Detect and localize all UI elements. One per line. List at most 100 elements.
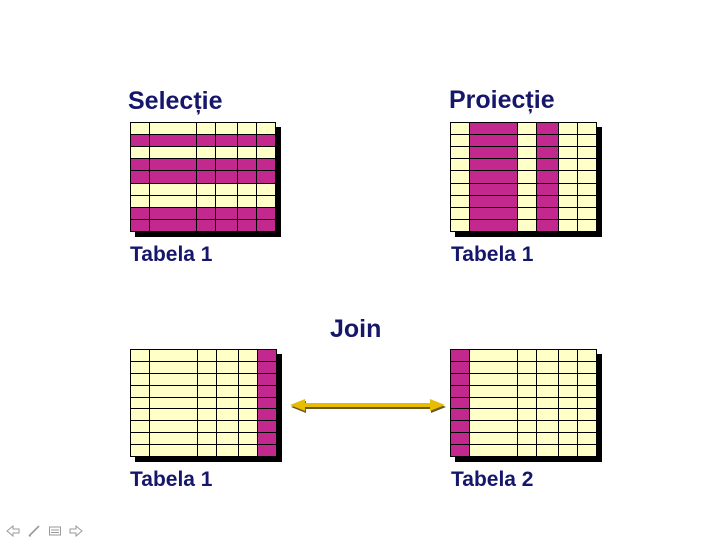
table-cell — [197, 350, 216, 361]
table-cell — [517, 159, 536, 171]
table-cell — [470, 361, 517, 373]
table-cell — [577, 147, 596, 159]
table-cell — [451, 171, 470, 183]
table-cell — [536, 421, 558, 433]
join-left-table — [130, 349, 282, 462]
table-cell — [238, 361, 257, 373]
table-cell — [558, 421, 577, 433]
join-left-caption: Tabela 1 — [130, 468, 213, 491]
join-arrow-body — [290, 399, 445, 411]
table-cell — [216, 147, 237, 159]
table-cell — [536, 183, 558, 195]
table-cell — [536, 433, 558, 445]
table-cell — [517, 433, 536, 445]
table-cell — [536, 123, 558, 135]
table-cell — [577, 421, 596, 433]
table-cell — [150, 445, 197, 456]
table-cell — [451, 147, 470, 159]
table-cell — [451, 373, 470, 385]
table-cell — [517, 147, 536, 159]
table-cell — [577, 195, 596, 207]
table-cell — [470, 147, 517, 159]
table-cell — [216, 433, 238, 445]
table-cell — [216, 183, 237, 195]
table-cell — [216, 195, 237, 207]
table-cell — [470, 207, 517, 219]
table-cell — [197, 159, 216, 171]
table-cell — [536, 135, 558, 147]
table-cell — [150, 409, 197, 421]
table-cell — [517, 397, 536, 409]
menu-icon[interactable] — [48, 524, 62, 538]
table-cell — [558, 361, 577, 373]
table-cell — [451, 123, 470, 135]
table-cell — [197, 385, 216, 397]
table-cell — [216, 123, 237, 135]
table-cell — [150, 397, 197, 409]
table-grid — [450, 122, 597, 232]
table-cell — [558, 159, 577, 171]
table-cell — [216, 159, 237, 171]
table-cell — [517, 373, 536, 385]
table-cell — [577, 433, 596, 445]
table-cell — [517, 409, 536, 421]
table-cell — [470, 195, 517, 207]
table-cell — [451, 207, 470, 219]
table-cell — [470, 433, 517, 445]
table-cell — [216, 409, 238, 421]
table-cell — [470, 445, 517, 456]
table-cell — [237, 183, 256, 195]
table-cell — [470, 183, 517, 195]
table-cell — [150, 171, 197, 183]
table-cell — [451, 135, 470, 147]
table-cell — [451, 385, 470, 397]
table-cell — [470, 219, 517, 231]
table-cell — [237, 207, 256, 219]
table-cell — [197, 147, 216, 159]
table-cell — [216, 350, 238, 361]
table-cell — [577, 409, 596, 421]
table-cell — [451, 433, 470, 445]
arrow-right-icon[interactable] — [69, 524, 83, 538]
table-cell — [451, 219, 470, 231]
table-cell — [150, 183, 197, 195]
table-cell — [558, 123, 577, 135]
table-cell — [470, 421, 517, 433]
table-cell — [216, 207, 237, 219]
table-cell — [257, 433, 276, 445]
pen-icon[interactable] — [27, 524, 41, 538]
table-cell — [197, 373, 216, 385]
table-cell — [517, 171, 536, 183]
table-cell — [131, 171, 150, 183]
table-cell — [216, 171, 237, 183]
table-cell — [451, 183, 470, 195]
table-cell — [256, 159, 275, 171]
table-cell — [216, 385, 238, 397]
table-cell — [517, 421, 536, 433]
table-grid — [130, 349, 277, 457]
table-cell — [536, 350, 558, 361]
table-cell — [558, 397, 577, 409]
arrow-left-icon[interactable] — [6, 524, 20, 538]
table-grid — [130, 122, 276, 232]
table-cell — [238, 421, 257, 433]
selection-caption: Tabela 1 — [130, 243, 213, 266]
table-cell — [131, 135, 150, 147]
table-cell — [451, 361, 470, 373]
table-cell — [451, 159, 470, 171]
table-cell — [536, 195, 558, 207]
table-cell — [577, 350, 596, 361]
table-cell — [257, 361, 276, 373]
table-cell — [131, 385, 150, 397]
table-cell — [470, 135, 517, 147]
table-cell — [257, 385, 276, 397]
table-cell — [150, 159, 197, 171]
table-cell — [577, 397, 596, 409]
table-cell — [517, 385, 536, 397]
table-cell — [237, 135, 256, 147]
join-title: Join — [330, 315, 382, 343]
table-cell — [536, 361, 558, 373]
table-cell — [131, 373, 150, 385]
table-cell — [150, 433, 197, 445]
table-cell — [237, 195, 256, 207]
